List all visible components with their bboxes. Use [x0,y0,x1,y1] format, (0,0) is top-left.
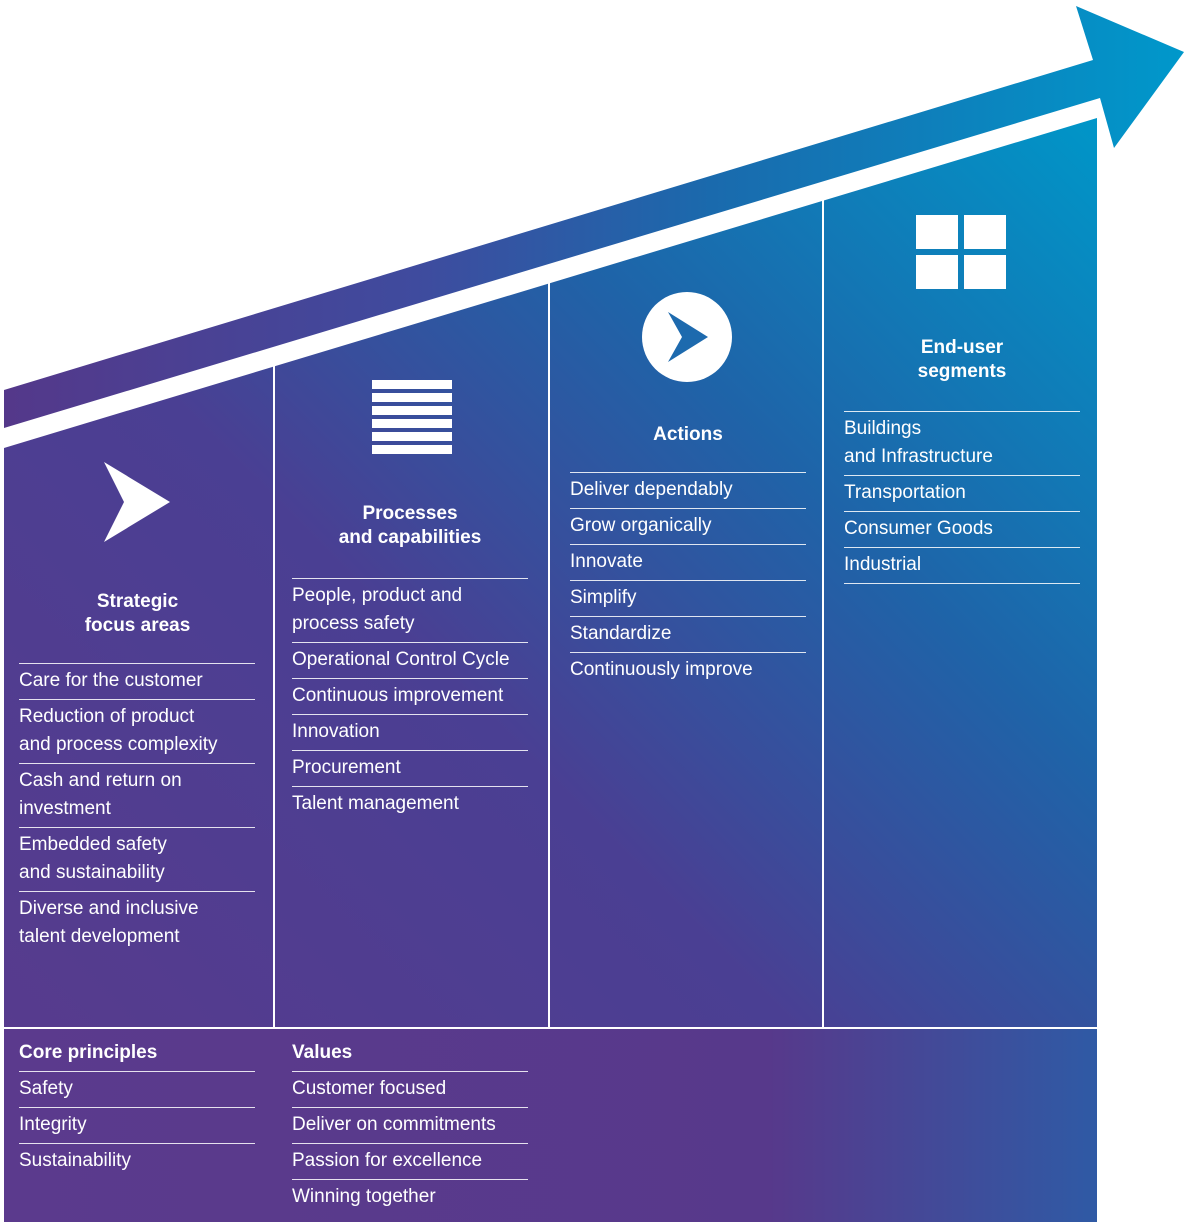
core-principles-list: Safety Integrity Sustainability [19,1071,255,1179]
play-circle-icon [642,292,732,382]
list-item: Operational Control Cycle [292,643,528,679]
column-title: Strategic focus areas [84,591,191,636]
column-title: End-user segments [917,337,1007,382]
list-item: Buildings and Infrastructure [844,412,1080,476]
column-list: Care for the customer Reduction of produ… [19,663,255,955]
column-list: Buildings and Infrastructure Transportat… [844,411,1080,584]
list-item: Consumer Goods [844,512,1080,548]
core-principles-title: Core principles [19,1042,158,1063]
list-item: Winning together [292,1186,436,1207]
arrow-shape [4,6,1184,428]
list-item: Cash and return on investment [19,764,255,828]
column-list: Deliver dependably Grow organically Inno… [570,472,806,688]
list-item: Embedded safety and sustainability [19,828,255,892]
list-item: People, product and process safety [292,579,528,643]
list-item: Innovation [292,715,528,751]
column-title: Actions [653,424,723,445]
list-item: Care for the customer [19,664,255,700]
list-item: Continuous improvement [292,679,528,715]
list-item: Grow organically [570,509,806,545]
list-item: Standardize [570,617,806,653]
list-item: Integrity [19,1108,255,1144]
list-item: Innovate [570,545,806,581]
list-item: Simplify [570,581,806,617]
list-item: Customer focused [292,1072,528,1108]
column-title: Processes and capabilities [338,503,482,548]
list-item: Deliver dependably [570,473,806,509]
list-item: Industrial [844,548,1080,584]
chevron-right-icon [104,462,170,542]
bottom-band [4,1028,1097,1222]
list-item: Procurement [292,751,528,787]
column-list: People, product and process safety Opera… [292,578,528,822]
grid-icon [916,215,1006,289]
values-title: Values [292,1042,353,1063]
list-item: Sustainability [19,1150,131,1171]
list-item: Talent management [292,793,459,814]
stacked-bars-icon [372,380,452,454]
list-item: Passion for excellence [292,1144,528,1180]
list-item: Reduction of product and process complex… [19,700,255,764]
list-item: Diverse and inclusive talent development [19,898,199,947]
list-item: Safety [19,1072,255,1108]
values-list: Customer focused Deliver on commitments … [292,1071,528,1215]
list-item: Continuously improve [570,659,753,680]
list-item: Deliver on commitments [292,1108,528,1144]
list-item: Transportation [844,476,1080,512]
